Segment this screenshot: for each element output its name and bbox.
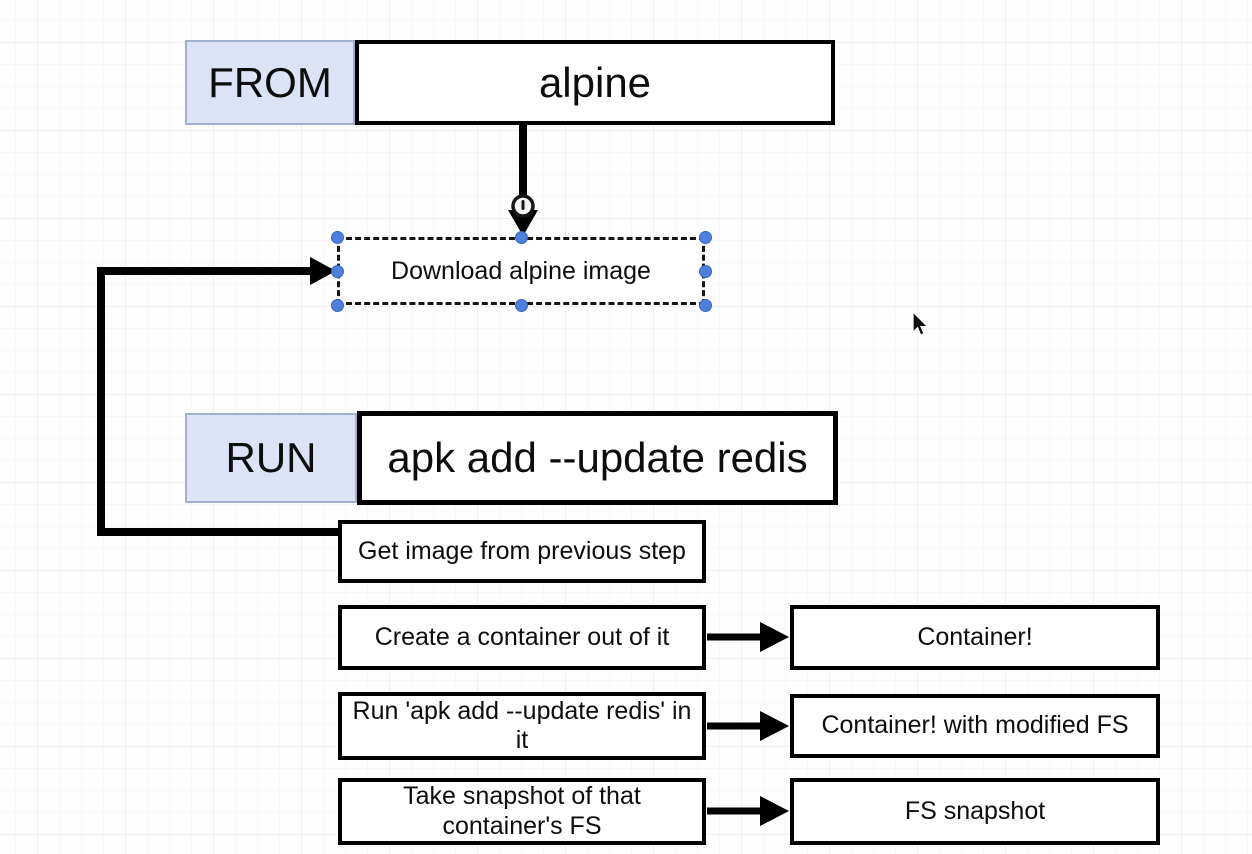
node-download-alpine-image[interactable]: Download alpine image (337, 237, 705, 305)
arrow-run-to-modified[interactable] (707, 711, 789, 741)
node-take-snapshot-step[interactable]: Take snapshot of that container's FS (338, 778, 706, 845)
rotate-endpoint-icon (511, 194, 535, 218)
node-run-command[interactable]: apk add --update redis (357, 411, 838, 505)
selection-handle-ne[interactable] (699, 231, 712, 244)
node-from-image[interactable]: alpine (355, 40, 835, 125)
selection-handle-s[interactable] (515, 299, 528, 312)
node-run-command-step[interactable]: Run 'apk add --update redis' in it (338, 692, 706, 760)
selection-handle-w[interactable] (331, 265, 344, 278)
selection-handle-nw[interactable] (331, 231, 344, 244)
selection-handle-sw[interactable] (331, 299, 344, 312)
mouse-cursor-icon (912, 312, 929, 336)
node-from-keyword[interactable]: FROM (185, 40, 355, 125)
node-fs-snapshot-result[interactable]: FS snapshot (790, 778, 1160, 845)
selection-handle-e[interactable] (699, 265, 712, 278)
node-create-container-step[interactable]: Create a container out of it (338, 605, 706, 670)
node-modified-fs-result[interactable]: Container! with modified FS (790, 694, 1160, 758)
node-run-keyword[interactable]: RUN (185, 413, 357, 503)
selection-handle-se[interactable] (699, 299, 712, 312)
arrow-create-to-container[interactable] (707, 622, 789, 652)
arrow-snapshot-to-fs[interactable] (707, 796, 789, 826)
selection-handle-n[interactable] (515, 231, 528, 244)
node-container-result[interactable]: Container! (790, 605, 1160, 670)
node-get-image-step[interactable]: Get image from previous step (338, 520, 706, 583)
arrow-from-to-download[interactable] (508, 123, 538, 236)
